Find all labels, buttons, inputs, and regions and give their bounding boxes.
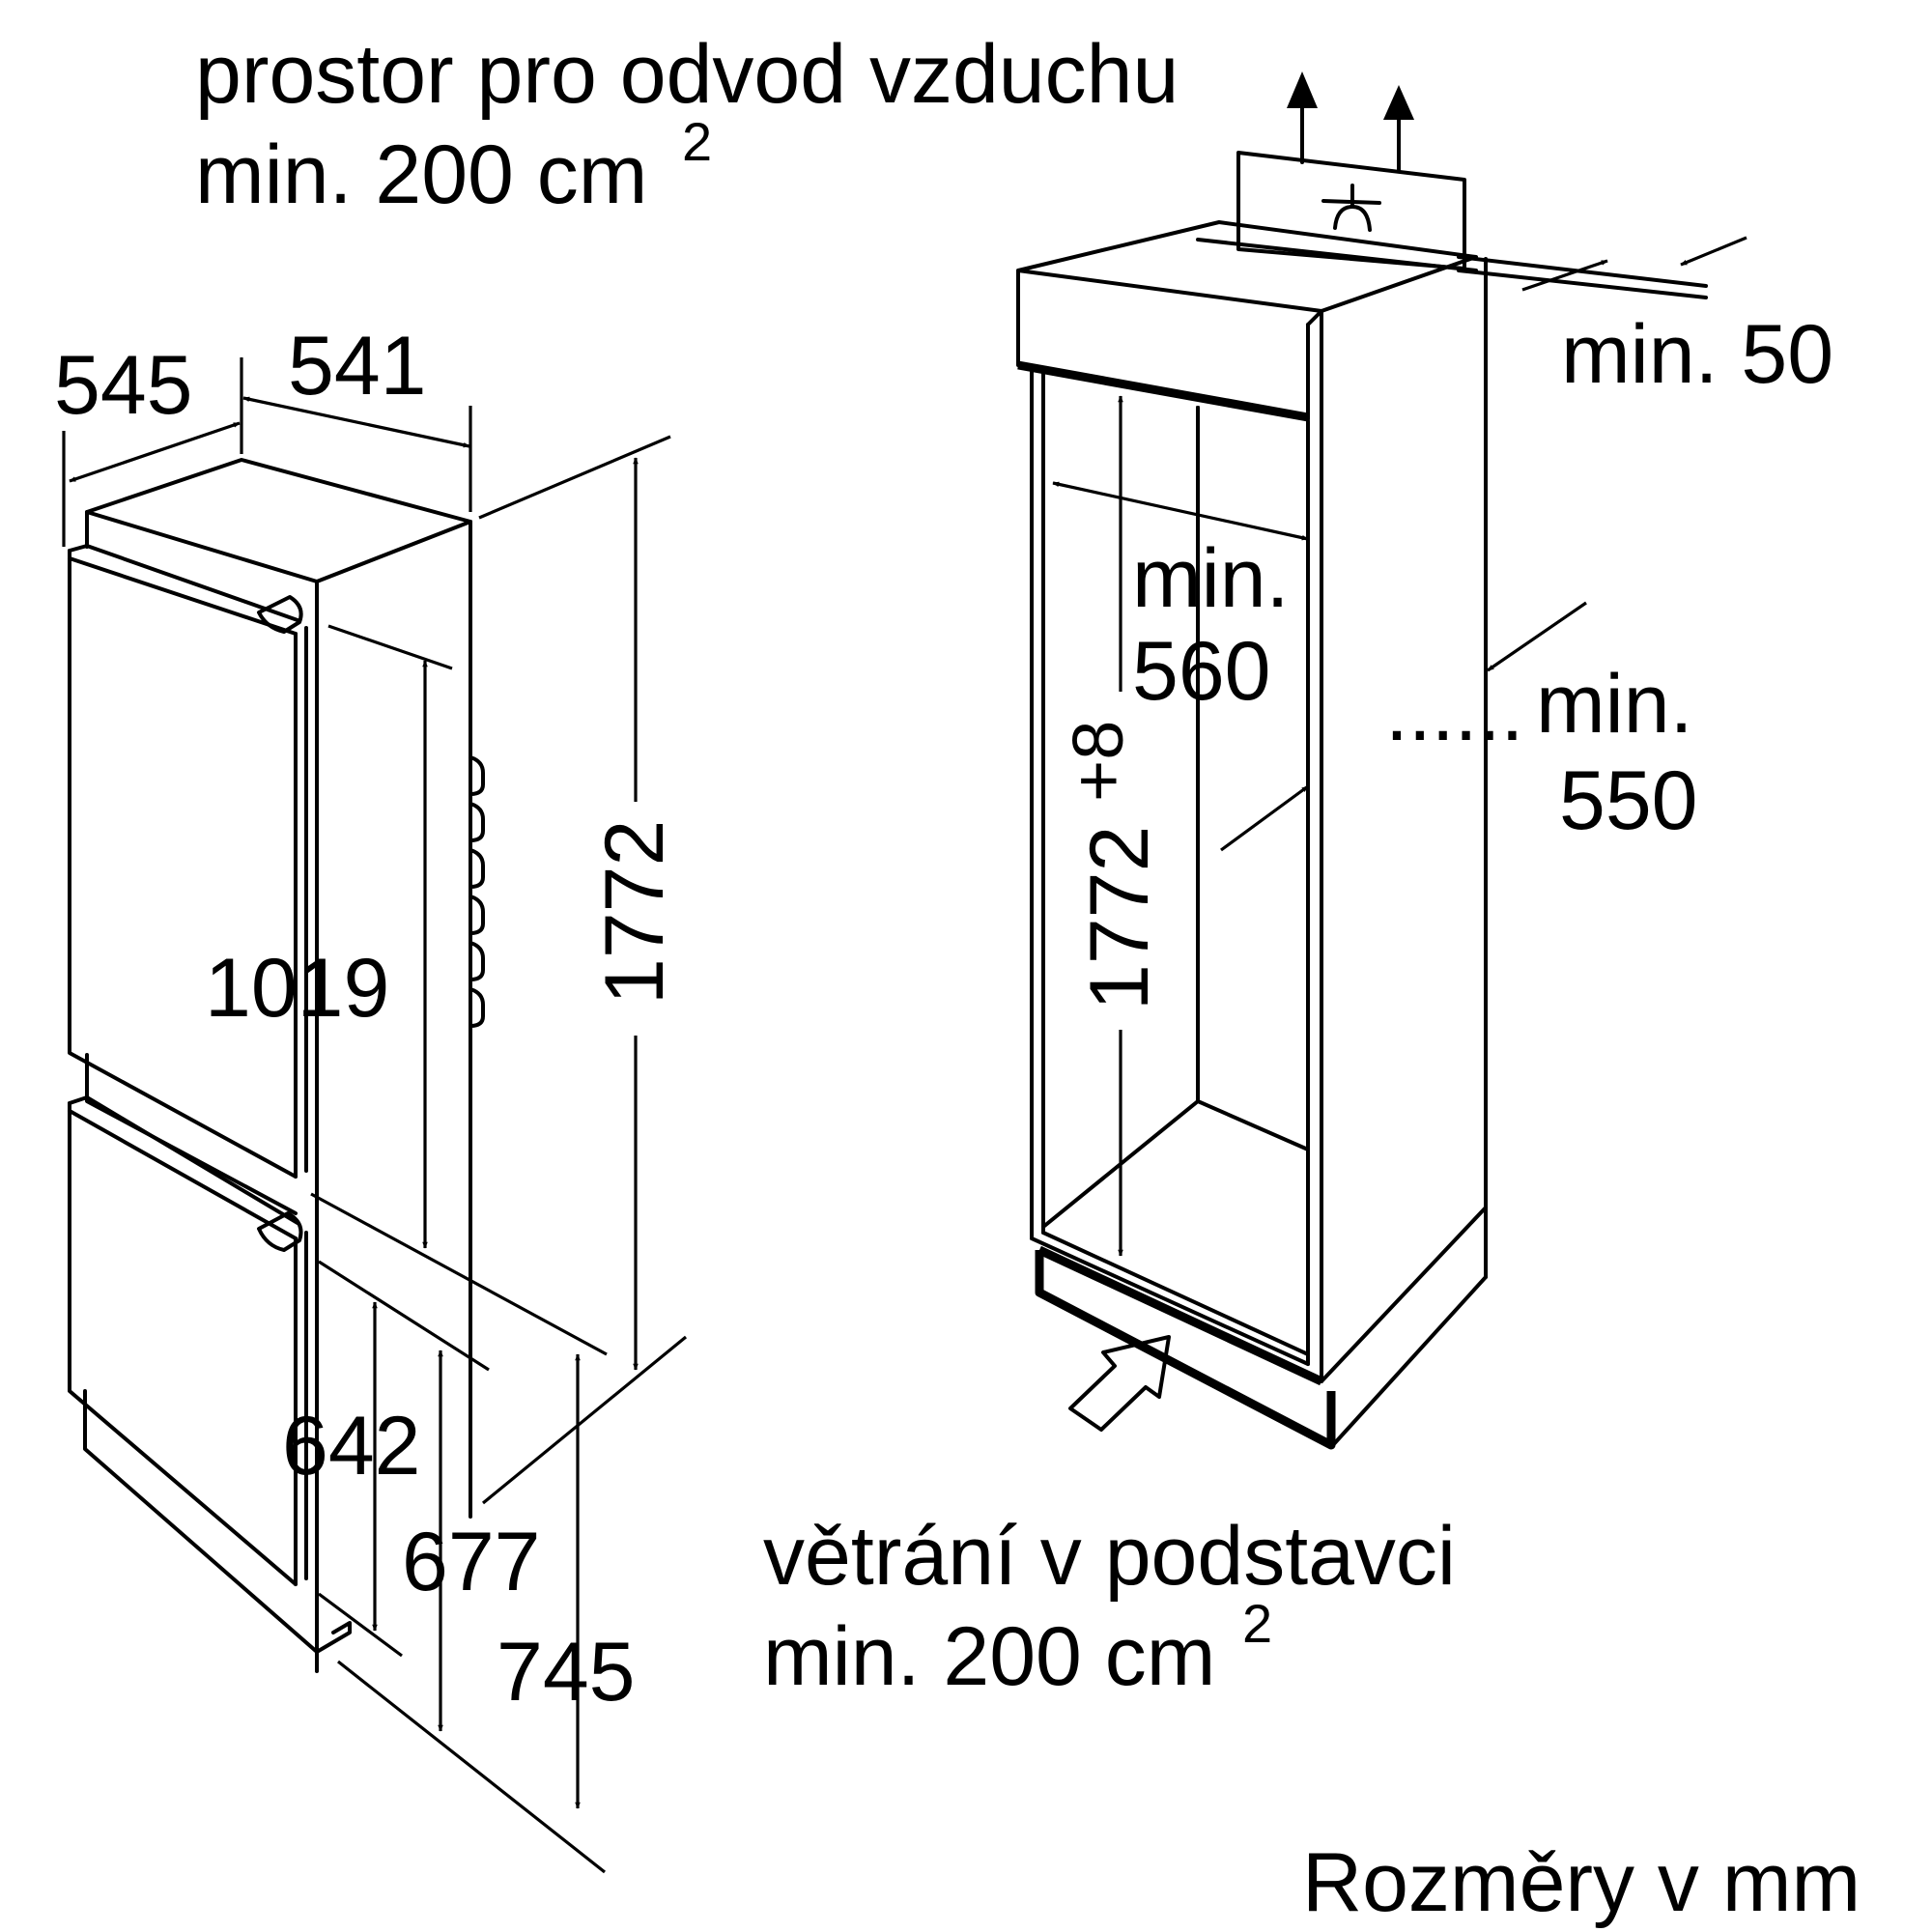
dim-min-560-line1: min.	[1132, 532, 1289, 625]
base-vent-label-line2: min. 200 cm	[763, 1610, 1215, 1703]
base-vent-label-line1: větrání v podstavci	[763, 1510, 1456, 1603]
dim-min-50: min. 50	[1561, 308, 1833, 401]
niche-dimensions	[1052, 236, 1747, 1257]
dim-1772: 1772	[588, 820, 681, 1005]
dim-745: 745	[497, 1626, 636, 1719]
niche-drawing	[1016, 71, 1708, 1450]
air-outlet-superscript: 2	[682, 111, 712, 172]
air-outlet-label-line1: prostor pro odvod vzduchu	[195, 28, 1179, 121]
dots-leader: ......	[1385, 666, 1523, 758]
air-outlet-label-line2: min. 200 cm	[195, 128, 647, 221]
dim-min-560-line2: 560	[1132, 625, 1271, 718]
dim-niche-height: 1772	[1073, 826, 1166, 1010]
dim-545: 545	[54, 339, 193, 432]
text-labels: prostor pro odvod vzduchu min. 200 cm 2 …	[54, 28, 1861, 1929]
appliance-dimensions	[62, 357, 688, 1874]
dim-niche-height-tolerance: +8	[1058, 721, 1138, 802]
dim-642: 642	[282, 1400, 421, 1492]
base-vent-superscript: 2	[1242, 1593, 1272, 1654]
appliance-drawing	[68, 458, 485, 1673]
dim-1019: 1019	[205, 942, 389, 1035]
units-note: Rozměry v mm	[1302, 1836, 1861, 1929]
dim-677: 677	[402, 1516, 541, 1608]
dim-min-550-line2: 550	[1559, 754, 1698, 847]
dim-min-550-line1: min.	[1536, 658, 1692, 751]
dim-541: 541	[288, 320, 427, 412]
